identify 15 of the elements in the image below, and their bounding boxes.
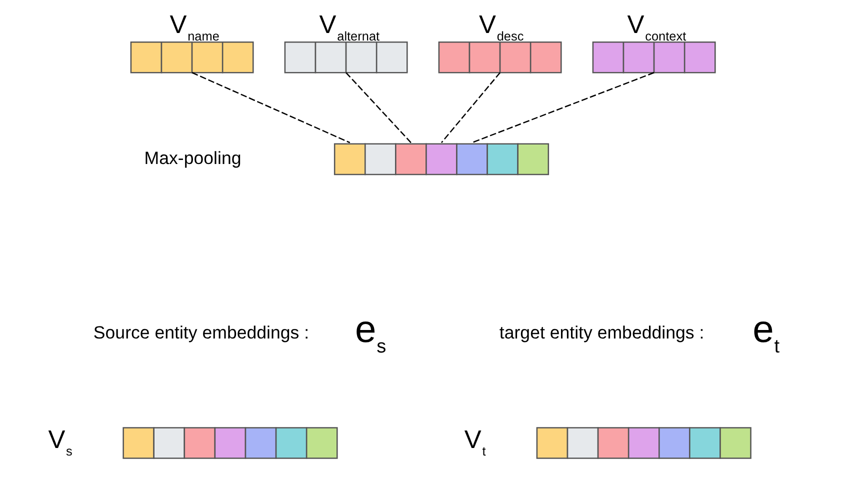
node-label: V$_{name}$ — [170, 10, 220, 44]
node-label: V$_{alternat}$ — [319, 10, 380, 44]
connector — [472, 72, 654, 143]
label: target entity embeddings : — [499, 322, 704, 342]
connector — [192, 72, 350, 143]
label: e$_{t}$ — [752, 307, 780, 357]
node-label: V$_{desc}$ — [479, 10, 524, 44]
node-label: V$_{context}$ — [627, 10, 686, 44]
label: e$_{s}$ — [354, 307, 386, 357]
label: Source entity embeddings : — [93, 322, 310, 342]
connector — [346, 72, 412, 143]
node-label: V$_{t}$ — [464, 426, 486, 458]
label: Max-pooling — [144, 147, 242, 168]
connector — [441, 72, 501, 143]
node-label: V$_{s}$ — [48, 426, 72, 458]
